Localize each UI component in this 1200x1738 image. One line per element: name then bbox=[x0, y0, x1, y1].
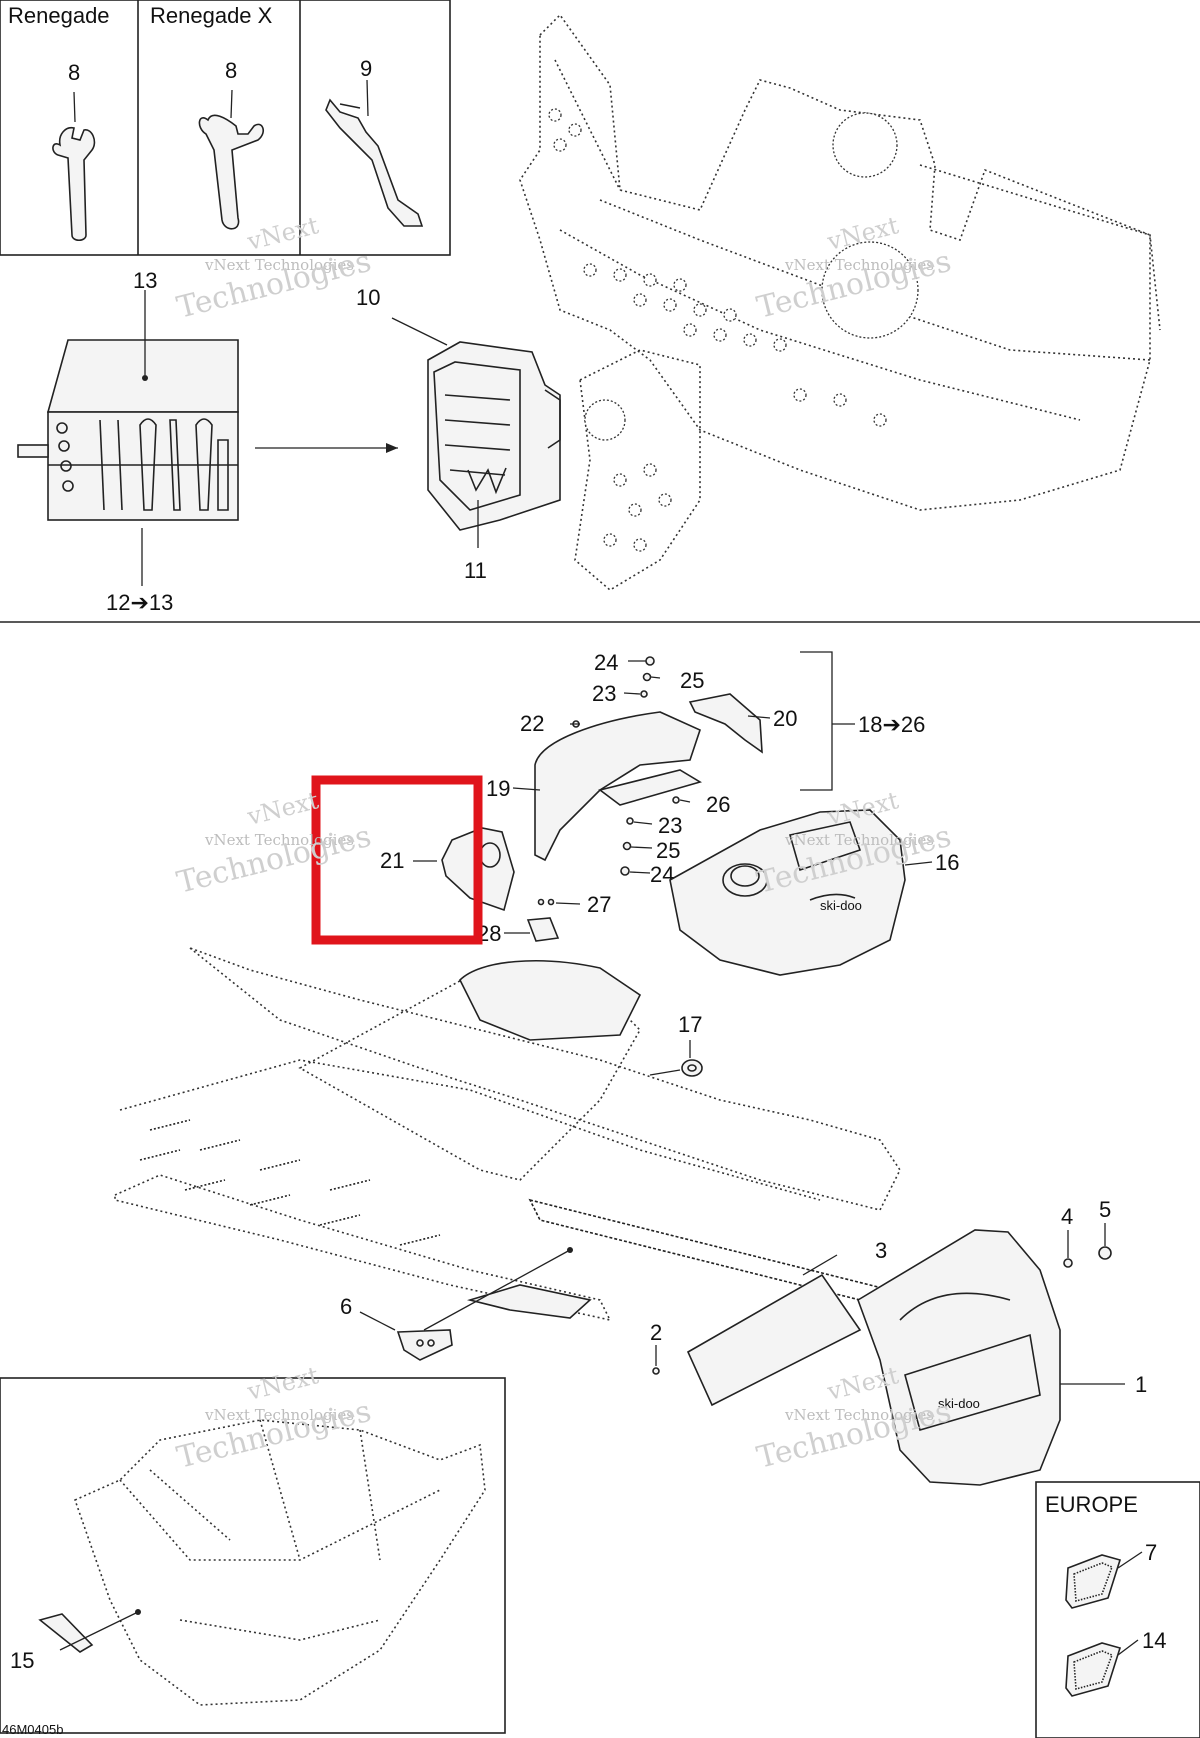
svg-text:vNext Technologies: vNext Technologies bbox=[204, 256, 354, 274]
part-28-clip bbox=[526, 917, 560, 942]
label-21: 21 bbox=[380, 848, 404, 873]
label-20: 20 bbox=[773, 706, 797, 731]
label-16: 16 bbox=[935, 850, 959, 875]
label-7: 7 bbox=[1145, 1540, 1157, 1565]
part-20-bracket bbox=[688, 693, 763, 754]
svg-text:vNext: vNext bbox=[244, 786, 322, 831]
part-5-washer bbox=[1098, 1246, 1112, 1260]
label-5: 5 bbox=[1099, 1197, 1111, 1222]
part-9-bracket bbox=[325, 79, 424, 227]
part-2-screw bbox=[652, 1367, 660, 1375]
inset-title-europe: EUROPE bbox=[1045, 1492, 1138, 1517]
tank-logo-icon: ski-doo bbox=[820, 898, 862, 913]
label-12-to-13: 12➔13 bbox=[106, 590, 173, 615]
group-bracket-18-26 bbox=[800, 651, 833, 791]
tunnel-frame-top bbox=[519, 13, 1161, 591]
label-23-top: 23 bbox=[592, 681, 616, 706]
part-19-tank-strap bbox=[534, 711, 702, 862]
part-10-storage-box bbox=[391, 317, 561, 548]
svg-text:vNext Technologies: vNext Technologies bbox=[784, 256, 934, 274]
part-13-tool-pouch bbox=[17, 290, 398, 586]
label-14: 14 bbox=[1142, 1628, 1166, 1653]
watermark-middle-left: vNext Technologies vNext Technologies bbox=[173, 786, 374, 901]
part-17-grommet bbox=[681, 1059, 703, 1077]
svg-text:vNext Technologies: vNext Technologies bbox=[784, 831, 934, 849]
label-25-bottom: 25 bbox=[656, 838, 680, 863]
label-10: 10 bbox=[356, 285, 380, 310]
label-6: 6 bbox=[340, 1294, 352, 1319]
label-11: 11 bbox=[464, 558, 487, 583]
watermark-top-left: vNext Technologies vNext Technologies bbox=[173, 211, 374, 326]
label-18-to-26: 18➔26 bbox=[858, 712, 925, 737]
part-15-bellypan bbox=[38, 1419, 486, 1706]
part-3-plate bbox=[686, 1273, 862, 1407]
label-17: 17 bbox=[678, 1012, 702, 1037]
part-6-reflector bbox=[396, 1284, 592, 1361]
part-16-fuel-tank: ski-doo bbox=[669, 809, 906, 976]
label-27: 27 bbox=[587, 892, 611, 917]
label-26: 26 bbox=[706, 792, 730, 817]
label-22: 22 bbox=[520, 711, 544, 736]
part-7-reflector bbox=[1065, 1554, 1122, 1609]
label-2: 2 bbox=[650, 1320, 662, 1345]
svg-text:vNext Technologies: vNext Technologies bbox=[204, 831, 354, 849]
flap-logo-icon: ski-doo bbox=[938, 1396, 980, 1411]
label-15: 15 bbox=[10, 1648, 34, 1673]
svg-text:vNext: vNext bbox=[244, 211, 322, 256]
inset-title-renegade: Renegade bbox=[8, 3, 110, 28]
label-3: 3 bbox=[875, 1238, 887, 1263]
label-9: 9 bbox=[360, 56, 372, 81]
part-1-snow-flap: ski-doo bbox=[857, 1229, 1061, 1486]
label-24-top: 24 bbox=[594, 650, 618, 675]
tunnel-frame-bottom bbox=[114, 947, 902, 1322]
label-23-bottom: 23 bbox=[658, 813, 682, 838]
label-8-renegade-x: 8 bbox=[225, 58, 237, 83]
part-14-reflector bbox=[1065, 1642, 1122, 1697]
inset-bottom-left bbox=[0, 1377, 506, 1734]
svg-text:vNext Technologies: vNext Technologies bbox=[204, 1406, 354, 1424]
label-4: 4 bbox=[1061, 1204, 1073, 1229]
inset-title-renegade-x: Renegade X bbox=[150, 3, 273, 28]
inset-renegade-box: Renegade Renegade X bbox=[0, 0, 451, 256]
part-8-wrench-small bbox=[52, 91, 96, 242]
label-19: 19 bbox=[486, 776, 510, 801]
label-25-top: 25 bbox=[680, 668, 704, 693]
highlight-box bbox=[311, 775, 483, 945]
hardware-fasteners bbox=[537, 656, 680, 906]
label-13: 13 bbox=[133, 268, 157, 293]
label-1: 1 bbox=[1135, 1372, 1147, 1397]
figure-code: 46M0405b bbox=[2, 1722, 63, 1737]
label-8-renegade: 8 bbox=[68, 60, 80, 85]
inset-europe bbox=[1035, 1481, 1200, 1738]
part-8-wrench-large bbox=[198, 89, 265, 230]
svg-text:vNext: vNext bbox=[244, 1361, 322, 1406]
svg-text:vNext Technologies: vNext Technologies bbox=[784, 1406, 934, 1424]
part-4-nut bbox=[1063, 1258, 1073, 1268]
